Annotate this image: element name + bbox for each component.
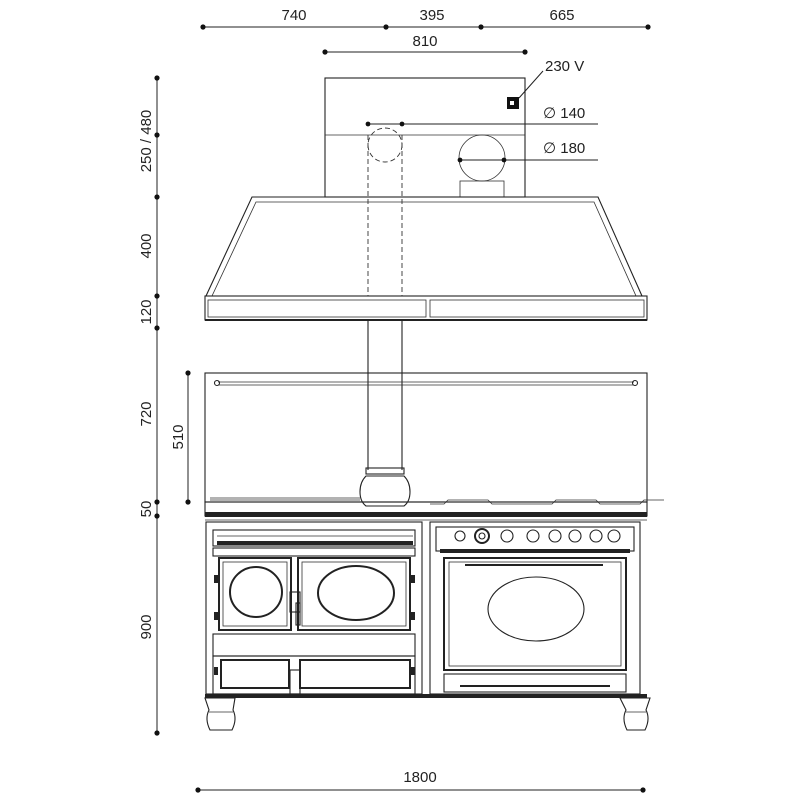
dim-720: 720 (138, 401, 155, 426)
dim-900: 900 (138, 614, 155, 639)
diameter-140-label: ∅ 140 (543, 105, 585, 122)
dim-250-480: 250 / 480 (138, 110, 155, 173)
wood-stove-section (205, 521, 423, 695)
dim-740: 740 (281, 7, 306, 24)
voltage-label: 230 V (545, 58, 584, 75)
hood-width-dimension: 810 (322, 33, 528, 55)
diameter-180-label: ∅ 180 (543, 140, 585, 157)
backsplash (204, 372, 648, 503)
control-knobs (454, 528, 621, 544)
backsplash-height-dimension: 510 (170, 370, 191, 505)
dim-510: 510 (170, 424, 187, 449)
dim-400: 400 (138, 233, 155, 258)
dim-1800: 1800 (403, 769, 436, 786)
flue-cover: 230 V ∅ 140 ∅ 180 (324, 58, 598, 198)
flue-pipe (359, 135, 411, 507)
dim-395: 395 (419, 7, 444, 24)
dim-120: 120 (138, 299, 155, 324)
dim-810: 810 (412, 33, 437, 50)
top-dimension-chain: 740 395 665 (200, 7, 651, 30)
left-dimension-chain: 250 / 480 400 120 720 50 900 (138, 75, 160, 736)
dim-665: 665 (549, 7, 574, 24)
oven-section (429, 521, 641, 695)
cooktop (204, 497, 664, 521)
dim-50: 50 (138, 501, 155, 518)
base-and-feet (204, 694, 651, 731)
total-width-dimension: 1800 (195, 769, 646, 793)
hood (204, 196, 648, 321)
